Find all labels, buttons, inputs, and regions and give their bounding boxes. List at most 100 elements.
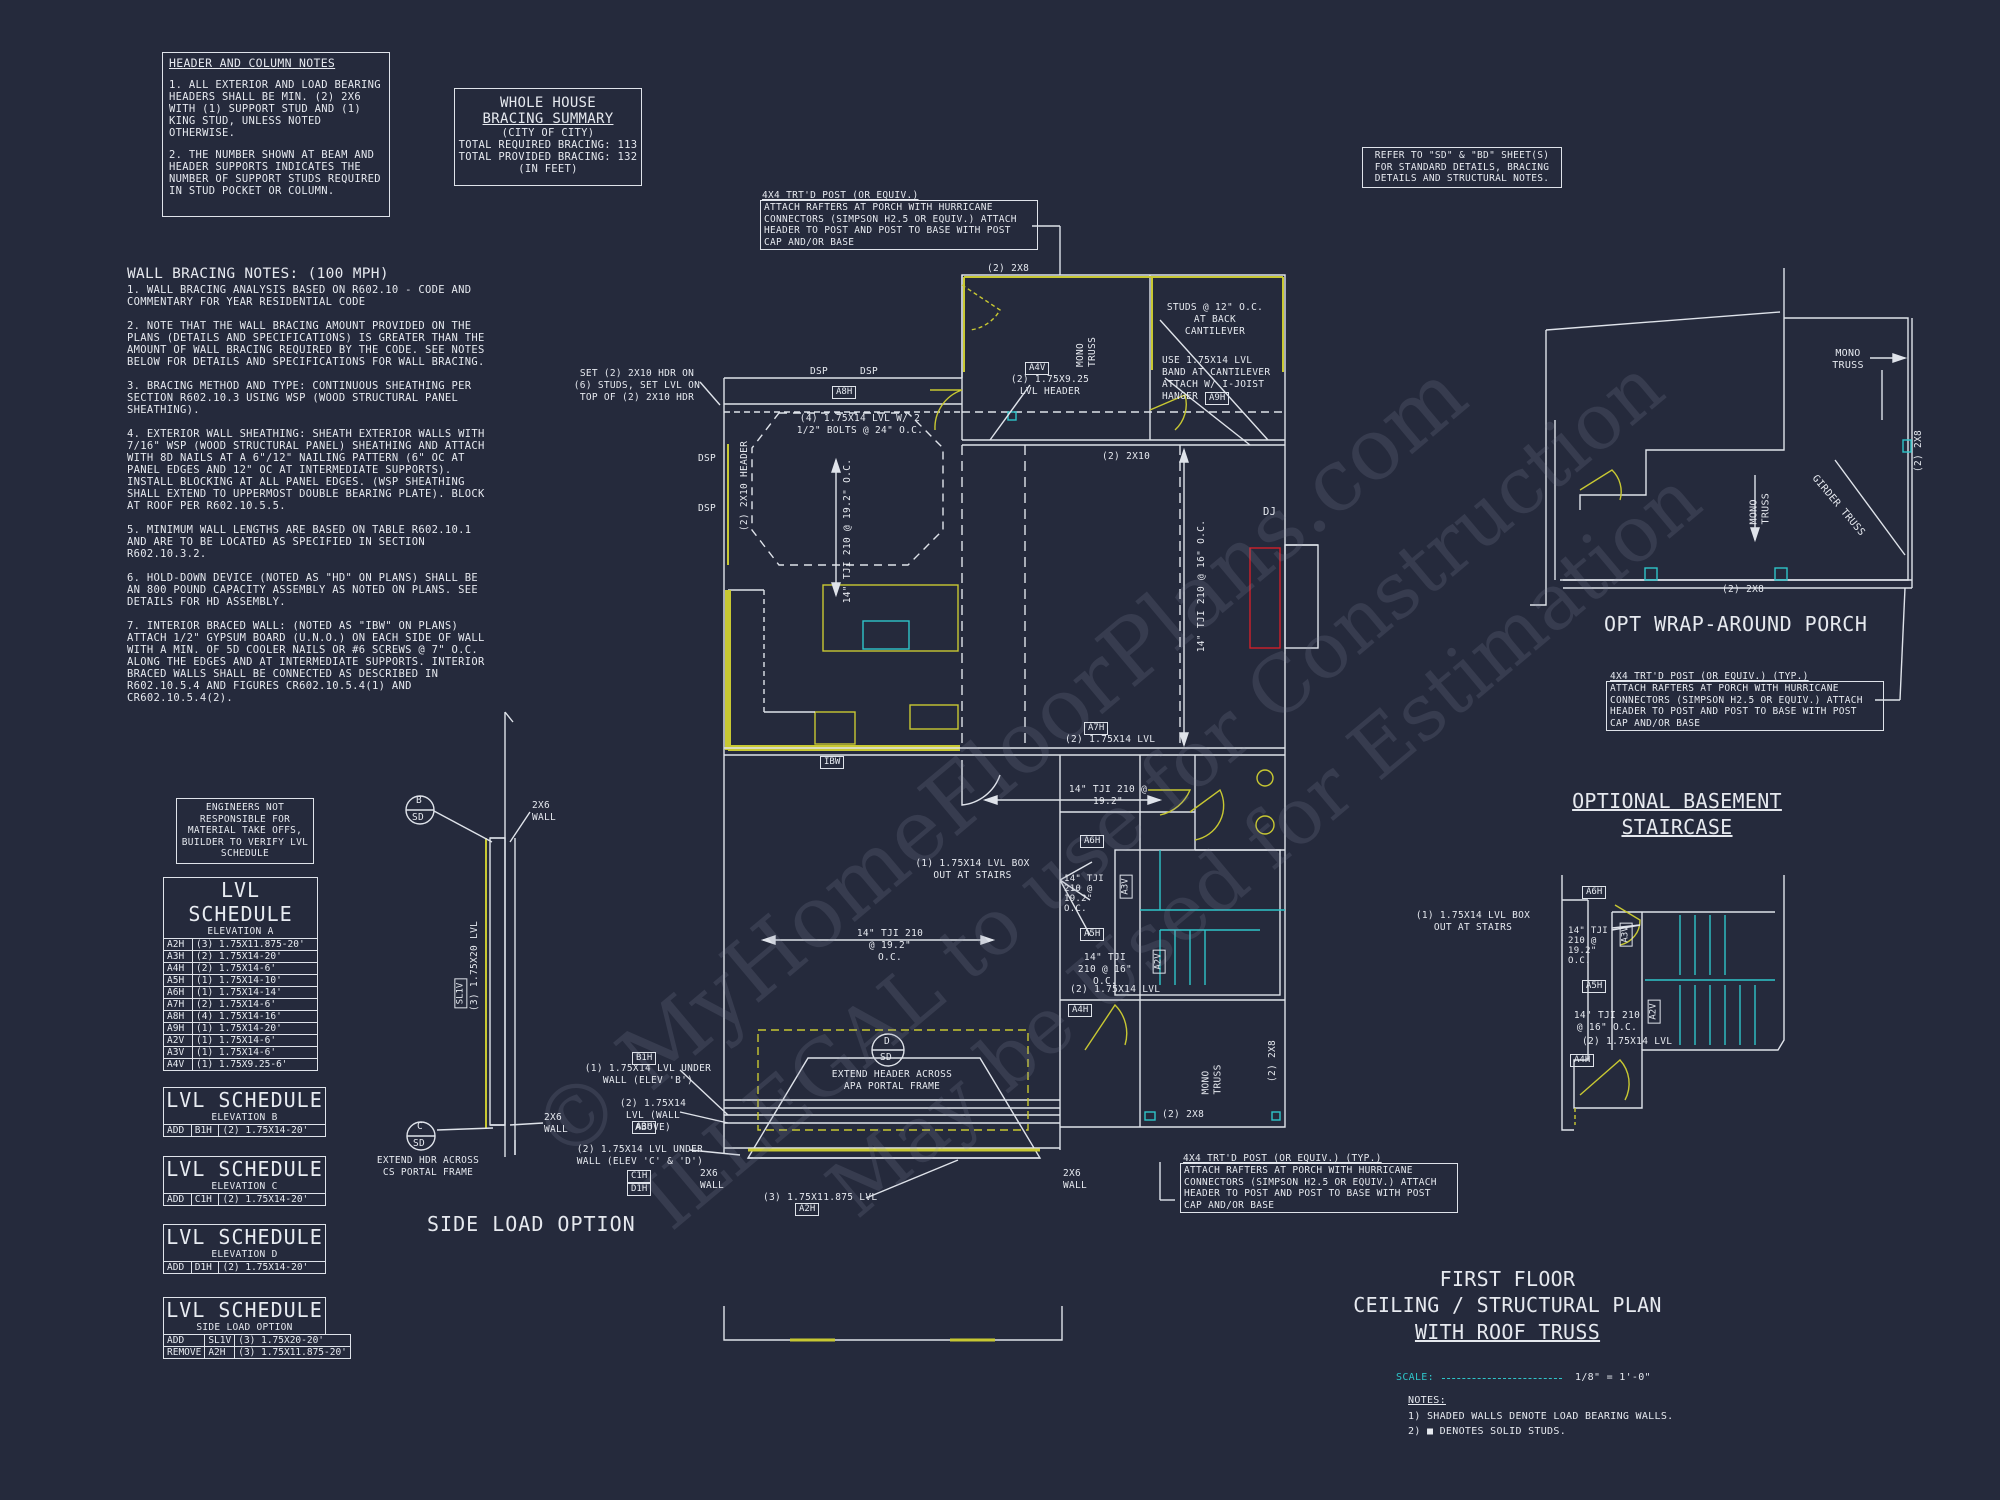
- side-load-wall-top: 2x6 WALL: [532, 800, 557, 823]
- set-hdr-note: SET (2) 2x10 HDR ON (6) STUDS, SET LVL O…: [573, 368, 701, 403]
- wall-bracing-5: 5. MINIMUM WALL LENGTHS ARE BASED ON TAB…: [127, 524, 472, 560]
- porch-mono-truss-2: MONO TRUSS: [1748, 492, 1772, 525]
- basement-plan: [1561, 875, 1785, 1131]
- wall-2x6-right: 2x6 WALL: [1063, 1168, 1088, 1191]
- tji-main: 14" TJI 210 @ 19.2" O.C.: [856, 928, 924, 963]
- lvl-header-label: (2) 1.75x9.25 LVL HEADER: [1010, 374, 1090, 397]
- lvl-a-sub: ELEVATION A: [207, 926, 274, 937]
- porch-title: OPT WRAP-AROUND PORCH: [1604, 612, 1868, 636]
- lvl-b-sub: ELEVATION B: [211, 1112, 278, 1123]
- lvl-side-size-2: (3) 1.75x11.875-20': [234, 1346, 351, 1359]
- bottom-lvl-label: (3) 1.75x11.875 LVL: [763, 1192, 878, 1203]
- tji-dining: 14" TJI 210 @ 19.2" O.C.: [842, 458, 854, 604]
- bracing-city: (CITY OF CITY): [501, 127, 595, 139]
- lvl-schedule-side-load: LVL SCHEDULE SIDE LOAD OPTION ADD SL1V (…: [162, 1297, 351, 1359]
- notes-label: NOTES:: [1408, 1395, 1446, 1406]
- dsp-2: DSP: [860, 366, 879, 377]
- lvl-b-size: (2) 1.75x14-20': [218, 1124, 326, 1137]
- dsp-1: DSP: [810, 366, 829, 377]
- tag-a3v: A3V: [1119, 874, 1133, 899]
- mono-truss-2: MONO TRUSS: [1200, 1064, 1224, 1095]
- lvl-a4-label: (2) 1.75x14 LVL: [1070, 984, 1161, 995]
- header-2x10-label: (2) 2x10 HEADER: [739, 440, 751, 532]
- tag-a2h: A2H: [795, 1203, 820, 1216]
- post-top-note: ATTACH RAFTERS AT PORCH WITH HURRICANE C…: [760, 200, 1038, 250]
- lvl-a-table: A2H(3) 1.75x11.875-20'A3H(2) 1.75x14-20'…: [163, 938, 318, 1071]
- sheet-note-1: 1) SHADED WALLS DENOTE LOAD BEARING WALL…: [1408, 1411, 1674, 1422]
- lvl-schedule-b: LVL SCHEDULE ELEVATION B ADD B1H (2) 1.7…: [163, 1087, 326, 1137]
- side-load-c-top: C: [417, 1121, 424, 1132]
- basement-boxout: (1) 1.75x14 LVL BOX OUT AT STAIRS: [1415, 910, 1531, 933]
- side-load-title: SIDE LOAD OPTION: [427, 1212, 636, 1236]
- lvl-a-size: (1) 1.75x9.25-6': [192, 1058, 318, 1071]
- boxout-label: (1) 1.75x14 LVL BOX OUT AT STAIRS: [915, 858, 1030, 881]
- header-notes-title: HEADER AND COLUMN NOTES: [169, 56, 336, 70]
- wall-bracing-3: 3. BRACING METHOD AND TYPE: CONTINUOUS S…: [127, 380, 472, 416]
- post-top-label: 4x4 TRT'D POST (OR EQUIV.): [762, 190, 919, 201]
- lvl-schedule-a: LVL SCHEDULE ELEVATION A A2H(3) 1.75x11.…: [163, 877, 318, 1071]
- porch-plan: [1530, 268, 1913, 701]
- lvl-a-row: A2H(3) 1.75x11.875-20': [163, 938, 318, 951]
- tag-a5h: A5H: [1080, 928, 1105, 941]
- basement-tji-2: 14" TJI 210 @ 16" O.C.: [1573, 1010, 1641, 1033]
- top-2x8: (2) 2x8: [987, 263, 1030, 274]
- lvl-side-sub: SIDE LOAD OPTION: [196, 1322, 293, 1333]
- side-load-detail: [405, 711, 544, 1157]
- right-2x8: (2) 2x8: [1267, 1039, 1279, 1083]
- tag-c1h: C1H: [627, 1170, 652, 1183]
- lvl-b-title: LVL SCHEDULE: [166, 1088, 323, 1112]
- tag-ibw: IBW: [820, 756, 845, 769]
- header-column-notes: HEADER AND COLUMN NOTES 1. ALL EXTERIOR …: [162, 52, 390, 217]
- tji-stair-2: 14" TJI 210 @ 16" O.C.: [1077, 952, 1133, 987]
- use-lvl-band: USE 1.75x14 LVL BAND AT CANTILEVER ATTAC…: [1162, 355, 1271, 402]
- engineer-note: ENGINEERS NOT RESPONSIBLE FOR MATERIAL T…: [176, 798, 314, 864]
- lvl-schedule-c: LVL SCHEDULE ELEVATION C ADD C1H (2) 1.7…: [163, 1156, 326, 1206]
- dj-label: DJ: [1263, 506, 1277, 518]
- lvl-a-title: LVL SCHEDULE: [188, 878, 293, 926]
- side-load-sl1v-tag: SL1V: [454, 978, 468, 1009]
- lvl-d-sub: ELEVATION D: [211, 1249, 278, 1260]
- basement-title-1: OPTIONAL BASEMENT: [1572, 789, 1782, 813]
- wall-bracing-7: 7. INTERIOR BRACED WALL: (NOTED AS "IBW"…: [127, 620, 485, 704]
- wall-bracing-2: 2. NOTE THAT THE WALL BRACING AMOUNT PRO…: [127, 320, 485, 368]
- bracing-title-2: BRACING SUMMARY: [482, 111, 614, 127]
- dsp-4: DSP: [698, 503, 717, 514]
- studs-note: STUDS @ 12" O.C. AT BACK CANTILEVER: [1166, 302, 1264, 337]
- callout-d-bot: SD: [880, 1052, 893, 1063]
- lvl-c-size: (2) 1.75x14-20': [218, 1193, 326, 1206]
- lvl-side-action-2: REMOVE: [162, 1346, 206, 1359]
- sheet-title-3: WITH ROOF TRUSS: [1414, 1320, 1601, 1344]
- wall-2x6-left: 2x6 WALL: [700, 1168, 725, 1191]
- wall-bracing-6: 6. HOLD-DOWN DEVICE (NOTED AS "HD" ON PL…: [127, 572, 478, 608]
- basement-a6h: A6H: [1582, 886, 1607, 899]
- side-load-wall-bottom: 2x6 WALL: [544, 1112, 569, 1135]
- main-floor-plan: [679, 225, 1319, 1342]
- tag-a2v: A2V: [1152, 949, 1166, 974]
- sheet-title-2: CEILING / STRUCTURAL PLAN: [1353, 1293, 1662, 1317]
- wall-bracing-notes: WALL BRACING NOTES: (100 MPH) 1. WALL BR…: [127, 266, 487, 704]
- lvl-side-tag-2: A2H: [204, 1346, 236, 1359]
- porch-post-label: 4x4 TRT'D POST (OR EQUIV.) (TYP.): [1610, 671, 1809, 682]
- tag-a6h: A6H: [1080, 835, 1105, 848]
- wall-bracing-4: 4. EXTERIOR WALL SHEATHING: SHEATH EXTER…: [127, 428, 485, 512]
- scale-label: SCALE:: [1396, 1372, 1434, 1383]
- lvl-c-sub: ELEVATION C: [211, 1181, 278, 1192]
- tag-a4h: A4H: [1068, 1004, 1093, 1017]
- lvl-a7-label: (2) 1.75x14 LVL: [1065, 734, 1156, 745]
- ext-header-label: EXTEND HEADER ACROSS APA PORTAL FRAME: [831, 1069, 953, 1092]
- side-load-c-bot: SD: [413, 1138, 426, 1149]
- porch-side-2x8: (2) 2x8: [1913, 429, 1925, 473]
- sheet-title-1: FIRST FLOOR: [1439, 1267, 1576, 1291]
- basement-a2v: A2V: [1647, 999, 1661, 1024]
- tji-hall: 14" TJI 210 @ 19.2": [1068, 784, 1148, 807]
- lvl-a-row: A7H(2) 1.75x14-6': [163, 998, 318, 1011]
- sheet-note-2: 2) ■ DENOTES SOLID STUDS.: [1408, 1426, 1567, 1437]
- scale-dashes: [1442, 1378, 1562, 1379]
- tji-stair-1: 14" TJI 210 @ 19.2" O.C.: [1064, 874, 1105, 914]
- refer-note: REFER TO "SD" & "BD" SHEET(S) FOR STANDA…: [1362, 147, 1562, 188]
- b-under-label: (1) 1.75x14 LVL UNDER WALL (ELEV 'B'): [584, 1063, 712, 1086]
- porch-post-note: ATTACH RAFTERS AT PORCH WITH HURRICANE C…: [1606, 681, 1884, 731]
- bracing-summary: WHOLE HOUSE BRACING SUMMARY (CITY OF CIT…: [454, 88, 642, 186]
- side-load-lvl-label: (3) 1.75x20 LVL: [469, 920, 481, 1012]
